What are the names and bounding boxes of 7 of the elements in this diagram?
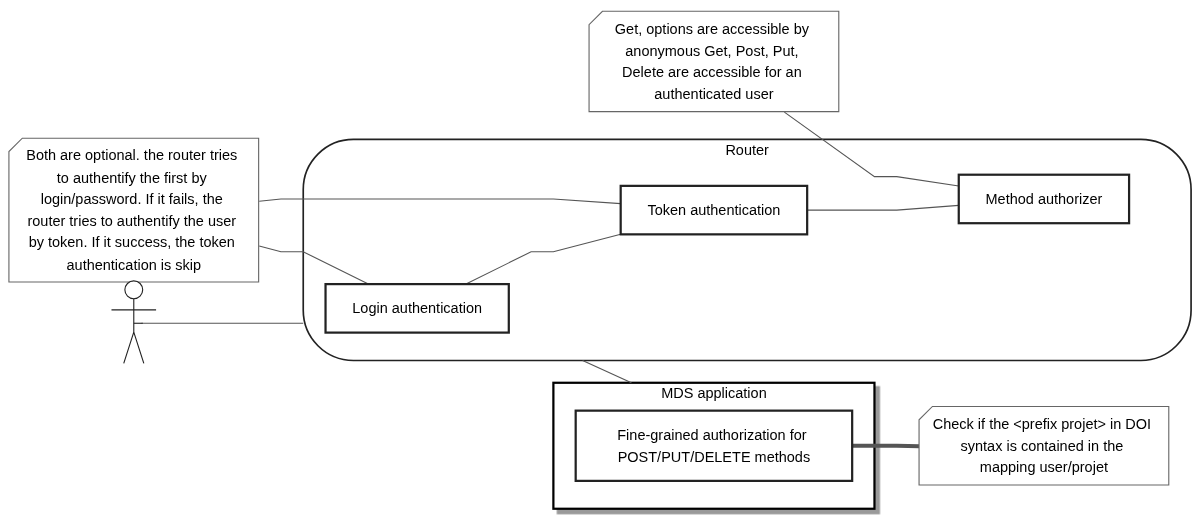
- node-box: Method authorizer: [957, 173, 1131, 225]
- connector: [141, 322, 304, 324]
- node-box: Login authentication: [324, 283, 510, 334]
- connector: [258, 245, 369, 285]
- node-box: Fine-grained authorization for POST/PUT/DELETE methods: [574, 409, 854, 482]
- node-box: Token authentication: [619, 184, 809, 236]
- connector: [852, 443, 920, 449]
